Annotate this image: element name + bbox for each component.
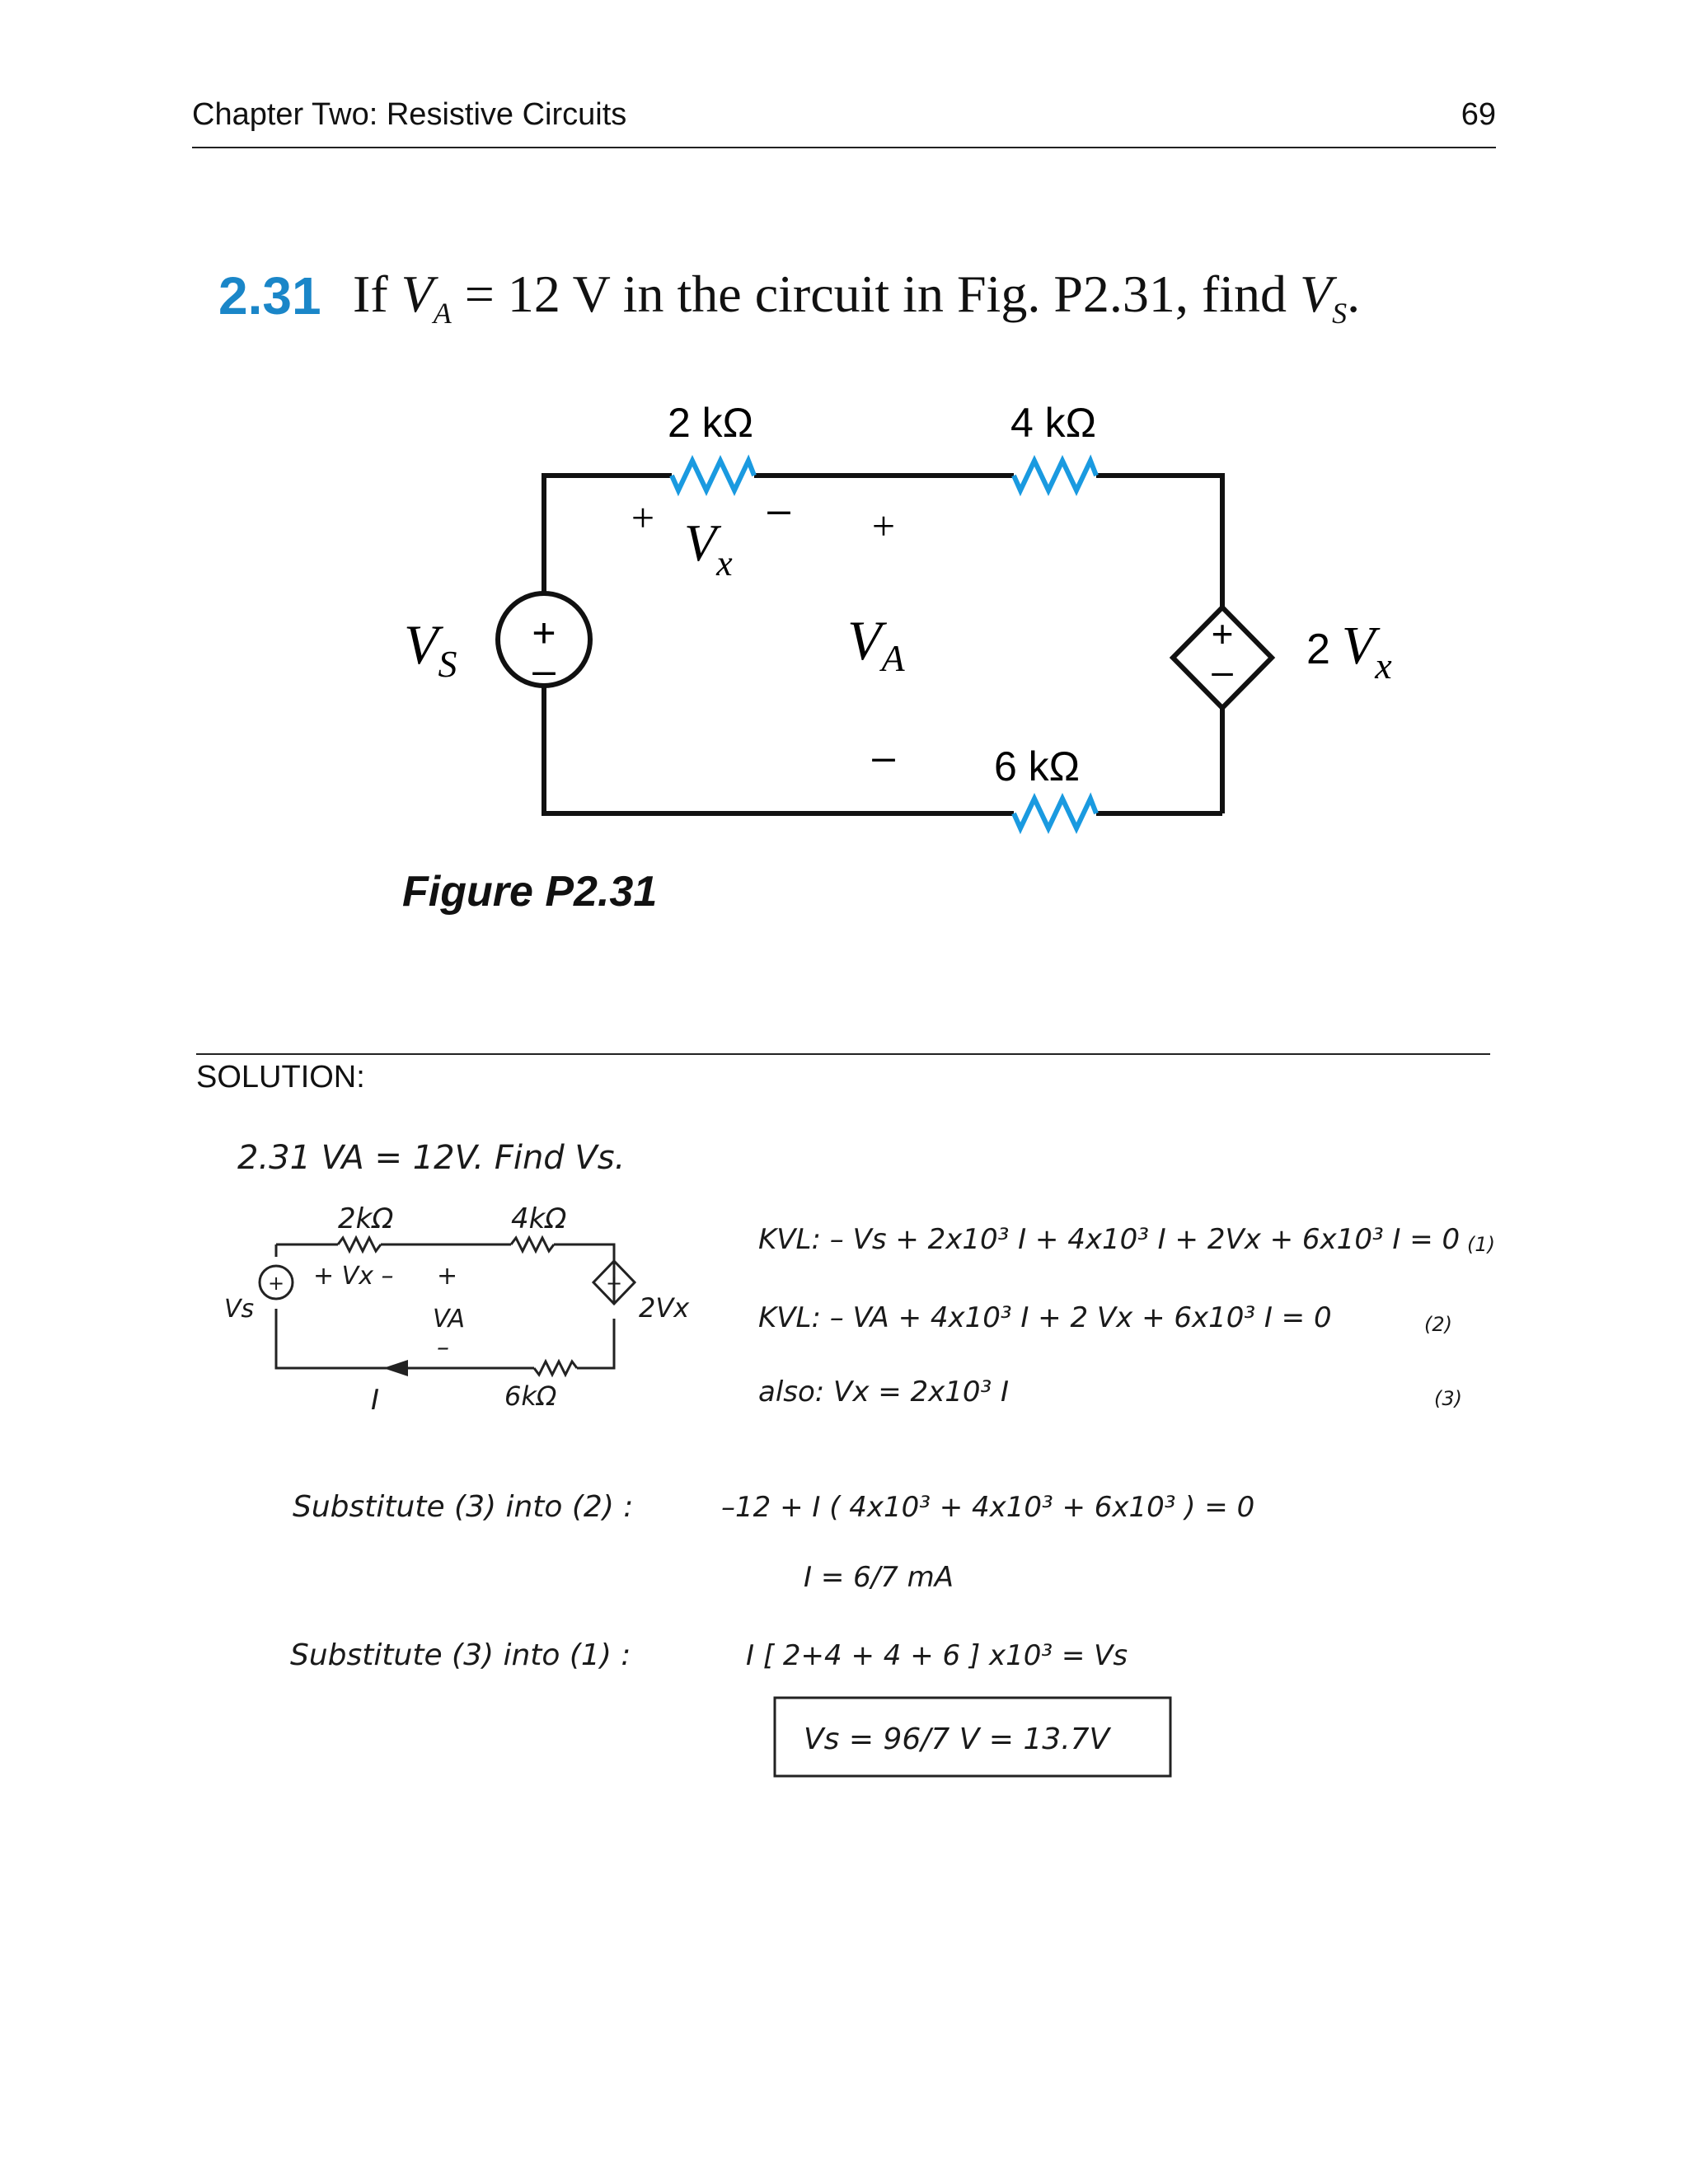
solution-label: SOLUTION:: [196, 1060, 365, 1094]
vx-symbol: V: [684, 513, 722, 572]
vs-symbol: V: [1300, 265, 1333, 323]
resistor-6k: [1011, 792, 1099, 835]
va-subscript: A: [879, 637, 906, 679]
page-number: 69: [1461, 97, 1496, 132]
dep-source-minus: –: [1212, 649, 1233, 692]
equation-2-number: (2): [1424, 1313, 1452, 1336]
vx-plus: +: [631, 494, 654, 541]
final-answer: Vs = 96/7 V = 13.7V: [804, 1722, 1112, 1756]
r2-label: 4 kΩ: [1010, 400, 1096, 446]
statement-prefix: If: [353, 265, 388, 323]
handwritten-solution: 2.31 VA = 12V. Find Vs. + + 2kΩ 4kΩ + Vx…: [224, 1139, 1495, 1778]
va-subscript: A: [433, 296, 452, 330]
problem-statement: If VA = 12 V in the circuit in Fig. P2.3…: [353, 264, 1360, 330]
equation-1-number: (1): [1467, 1233, 1495, 1256]
va-minus: –: [872, 733, 895, 780]
source-plus: +: [532, 610, 556, 656]
substitution-1-result: I = 6/7 mA: [804, 1561, 954, 1594]
hw-r1: 2kΩ: [338, 1202, 393, 1235]
hw-vx: + Vx –: [313, 1262, 394, 1291]
vs-subscript: S: [1332, 296, 1348, 330]
hw-source-sign: +: [268, 1272, 284, 1295]
hw-va: VA: [433, 1305, 465, 1333]
vx-minus: –: [767, 486, 790, 532]
dependent-source: [1169, 603, 1276, 712]
equation-2: KVL: – VA + 4x10³ I + 2 Vx + 6x10³ I = 0: [758, 1301, 1332, 1334]
vx-label: Vx: [684, 513, 733, 583]
circuit-wires: [542, 473, 1225, 816]
chapter-title: Chapter Two: Resistive Circuits: [192, 97, 627, 132]
source-minus: –: [532, 647, 556, 693]
circuit-figure: + – + – 2 kΩ 4 kΩ 6 kΩ + – Vx + VA – VS …: [404, 400, 1392, 835]
hw-va-minus: –: [437, 1333, 449, 1362]
hw-current: I: [371, 1384, 379, 1417]
dep-subscript: x: [1374, 644, 1392, 687]
problem-number: 2.31: [218, 266, 321, 326]
va-plus: +: [872, 503, 895, 549]
statement-end: .: [1347, 265, 1361, 323]
substitution-2-equation: I [ 2+4 + 4 + 6 ] x10³ = Vs: [746, 1639, 1128, 1672]
hw-dep: 2Vx: [639, 1292, 690, 1324]
hw-r3: 6kΩ: [504, 1380, 557, 1412]
hw-dep-sign: +: [606, 1272, 622, 1295]
current-arrow-icon: [383, 1360, 408, 1376]
equation-3: also: Vx = 2x10³ I: [758, 1376, 1009, 1408]
hw-circuit-sketch: [258, 1235, 637, 1378]
r1-label: 2 kΩ: [668, 400, 753, 446]
substitution-1-label: Substitute (3) into (2) :: [293, 1490, 633, 1524]
figure-caption: Figure P2.31: [402, 868, 658, 916]
vx-subscript: x: [715, 543, 733, 583]
va-symbol: V: [847, 609, 888, 672]
r3-label: 6 kΩ: [994, 743, 1080, 790]
equation-1: KVL: – Vs + 2x10³ I + 4x10³ I + 2Vx + 6x…: [758, 1223, 1460, 1256]
final-answer-box: [773, 1696, 1172, 1778]
hw-vs: Vs: [224, 1295, 254, 1324]
substitution-1-equation: –12 + I ( 4x10³ + 4x10³ + 6x10³ ) = 0: [721, 1491, 1254, 1524]
vs-symbol: V: [404, 613, 444, 676]
hw-problem-title: 2.31 VA = 12V. Find Vs.: [237, 1139, 625, 1177]
voltage-source-vs: [495, 591, 593, 688]
hw-r2: 4kΩ: [511, 1202, 566, 1235]
va-symbol: V: [401, 265, 434, 323]
dep-source-plus: +: [1212, 612, 1234, 655]
resistor-4k: [1011, 454, 1099, 497]
va-label: VA: [847, 609, 906, 679]
resistor-2k: [669, 454, 757, 497]
equation-3-number: (3): [1434, 1387, 1462, 1410]
header-divider: [192, 147, 1496, 148]
vs-subscript: S: [438, 643, 457, 685]
substitution-2-label: Substitute (3) into (1) :: [290, 1638, 631, 1672]
hw-va-plus: +: [437, 1262, 457, 1291]
solution-divider: [196, 1053, 1490, 1055]
dep-symbol: V: [1342, 616, 1381, 676]
vs-label: VS: [404, 613, 457, 685]
statement-mid: = 12 V in the circuit in Fig. P2.31, fin…: [464, 265, 1287, 323]
dep-coeff: 2: [1306, 626, 1330, 673]
